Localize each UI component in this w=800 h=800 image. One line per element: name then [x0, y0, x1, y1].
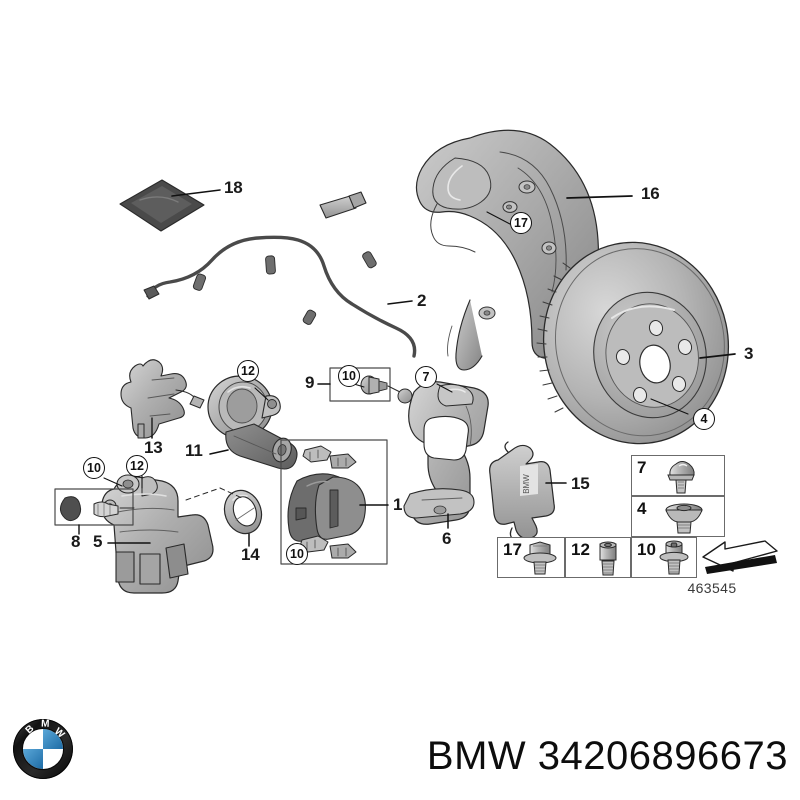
legend-number-12: 12: [571, 540, 590, 559]
legend-number-17: 17: [503, 540, 522, 559]
brand-part-number: BMW 34206896673: [426, 734, 788, 778]
brake-pad-box: [280, 439, 388, 565]
legend-box-10: 10: [631, 537, 697, 578]
brake-pad-set-art: [287, 445, 366, 559]
hex-flange-bolt-icon: [667, 461, 695, 494]
callout-3: 3: [744, 344, 754, 363]
direction-arrow-icon: [702, 540, 778, 574]
socket-head-cap-screw-icon: [599, 541, 617, 576]
legend-box-4: 4: [631, 496, 725, 537]
legend-number-4: 4: [637, 499, 647, 518]
callout-5: 5: [93, 532, 103, 551]
callout-12-actuator: 12: [237, 360, 259, 382]
legend-box-12: 12: [565, 537, 631, 578]
callout-15: 15: [571, 474, 590, 493]
cable-bracket-art: [120, 359, 205, 439]
callout-6: 6: [442, 529, 452, 548]
callout-8: 8: [71, 532, 81, 551]
callout-12-caliper: 12: [126, 455, 148, 477]
diagram-number: 463545: [687, 580, 737, 596]
legend-box-7: 7: [631, 455, 725, 496]
brake-disc-art: [536, 241, 730, 445]
wear-sensor-connector: [319, 191, 367, 219]
legend-box-17: 17: [497, 537, 565, 578]
callout-16: 16: [641, 184, 660, 203]
callout-7: 7: [415, 366, 437, 388]
bmw-roundel-logo: B M W: [13, 719, 73, 779]
spring-clip-art: BMW: [489, 441, 555, 541]
callout-4: 4: [693, 408, 715, 430]
torx-flange-screw-icon: [659, 540, 689, 575]
callout-18: 18: [224, 178, 243, 197]
guide-pin-art: [360, 375, 388, 395]
caliper-carrier-art: [403, 381, 489, 525]
callout-17: 17: [510, 212, 532, 234]
epb-actuator-art: [207, 375, 298, 470]
hex-flange-screw-icon: [523, 541, 557, 575]
countersunk-screw-icon: [665, 503, 703, 534]
callout-1: 1: [393, 495, 403, 514]
svg-text:BMW: BMW: [522, 474, 531, 494]
callout-10-caliper: 10: [83, 457, 105, 479]
callout-10-pads: 10: [286, 543, 308, 565]
callout-10-bleeder: 10: [338, 365, 360, 387]
callout-11: 11: [185, 441, 203, 460]
repair-kit-box: [54, 488, 134, 526]
legend-number-10: 10: [637, 540, 656, 559]
callout-13: 13: [144, 438, 163, 457]
callout-2: 2: [417, 291, 427, 310]
footer-brand-bar: BMW 34206896673: [0, 716, 800, 786]
seal-ring-art: [223, 489, 263, 535]
caliper-housing-art: [101, 474, 214, 594]
svg-text:M: M: [41, 719, 50, 730]
fastener-legend: 7 4: [497, 455, 785, 578]
grease-sachet-art: [119, 179, 205, 232]
legend-number-7: 7: [637, 458, 647, 477]
callout-14: 14: [241, 545, 260, 564]
callout-9: 9: [305, 373, 315, 392]
repair-kit-art: [59, 496, 119, 522]
wear-sensor-art: [146, 235, 417, 358]
legend-box-direction-arrow: [697, 537, 785, 578]
